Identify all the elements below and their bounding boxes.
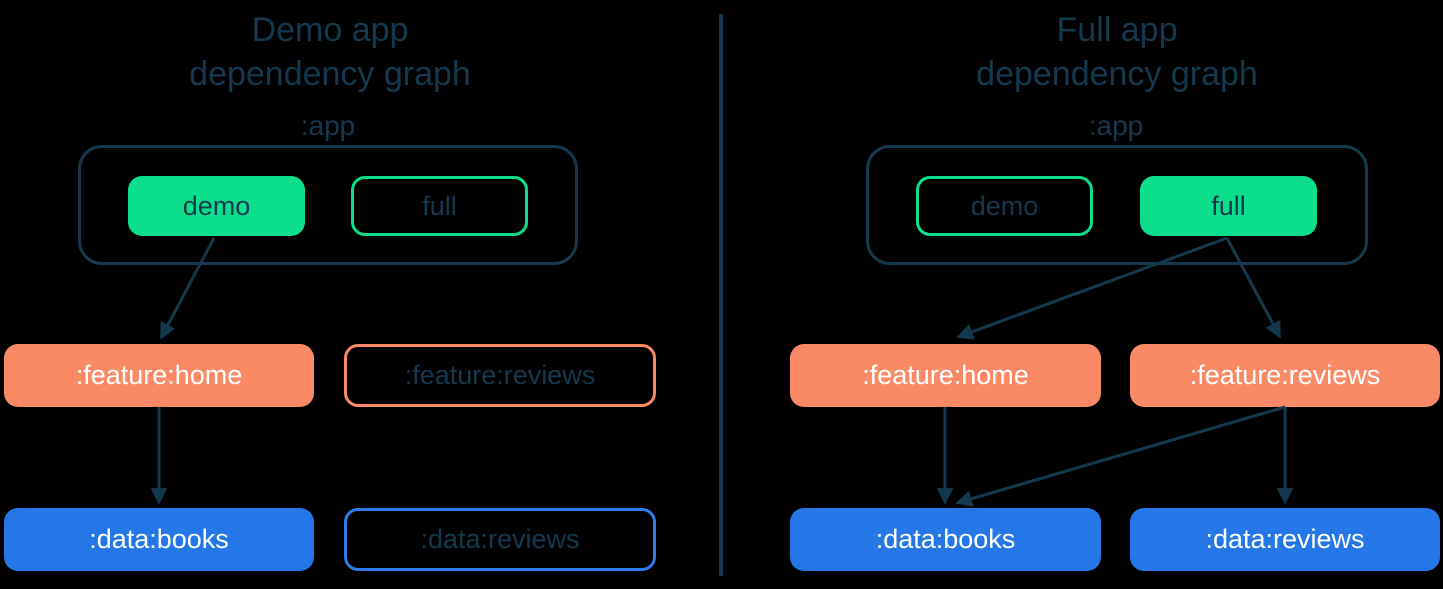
demo-variant-chip-full-label: full xyxy=(422,190,457,221)
demo-app-module-label: :app xyxy=(300,110,356,141)
full-variant-chip-full-label: full xyxy=(1211,190,1246,221)
full-module-node-feature-reviews: :feature:reviews xyxy=(1130,344,1440,407)
demo-variant-chip-full: full xyxy=(351,176,528,236)
full-module-node-feature-home: :feature:home xyxy=(790,344,1101,407)
demo-variant-chip-demo: demo xyxy=(128,176,305,236)
demo-module-node-feature-reviews: :feature:reviews xyxy=(344,344,656,407)
demo-feature-home-label: :feature:home xyxy=(75,360,243,390)
full-variant-chip-demo-label: demo xyxy=(970,190,1039,221)
full-data-reviews-label: :data:reviews xyxy=(1205,524,1365,554)
demo-feature-reviews-label: :feature:reviews xyxy=(404,360,596,390)
full-variant-chip-full: full xyxy=(1140,176,1317,236)
demo-module-node-data-books: :data:books xyxy=(4,508,314,571)
full-panel-title: Full app dependency graph xyxy=(867,8,1367,96)
full-panel-title-line1: Full app xyxy=(1056,11,1178,49)
full-module-node-data-books: :data:books xyxy=(790,508,1101,571)
demo-app-module-box xyxy=(78,145,578,265)
demo-module-node-data-reviews: :data:reviews xyxy=(344,508,656,571)
full-feature-reviews-label: :feature:reviews xyxy=(1189,360,1381,390)
demo-variant-chip-demo-label: demo xyxy=(182,190,251,221)
demo-data-reviews-label: :data:reviews xyxy=(420,524,580,554)
demo-data-books-label: :data:books xyxy=(89,524,229,554)
full-data-books-label: :data:books xyxy=(875,524,1016,554)
full-app-module-label: :app xyxy=(1088,110,1144,141)
demo-module-node-feature-home: :feature:home xyxy=(4,344,314,407)
full-feature-home-label: :feature:home xyxy=(862,360,1029,390)
panel-divider xyxy=(719,14,723,576)
full-variant-chip-demo: demo xyxy=(916,176,1093,236)
demo-panel-title-line1: Demo app xyxy=(251,11,409,49)
demo-panel-title-line2: dependency graph xyxy=(189,55,471,93)
full-panel-title-line2: dependency graph xyxy=(976,55,1258,93)
demo-panel-title: Demo app dependency graph xyxy=(80,8,580,96)
full-module-node-data-reviews: :data:reviews xyxy=(1130,508,1440,571)
dependency-arrow-feature-reviews-to-data-books xyxy=(955,405,1286,507)
